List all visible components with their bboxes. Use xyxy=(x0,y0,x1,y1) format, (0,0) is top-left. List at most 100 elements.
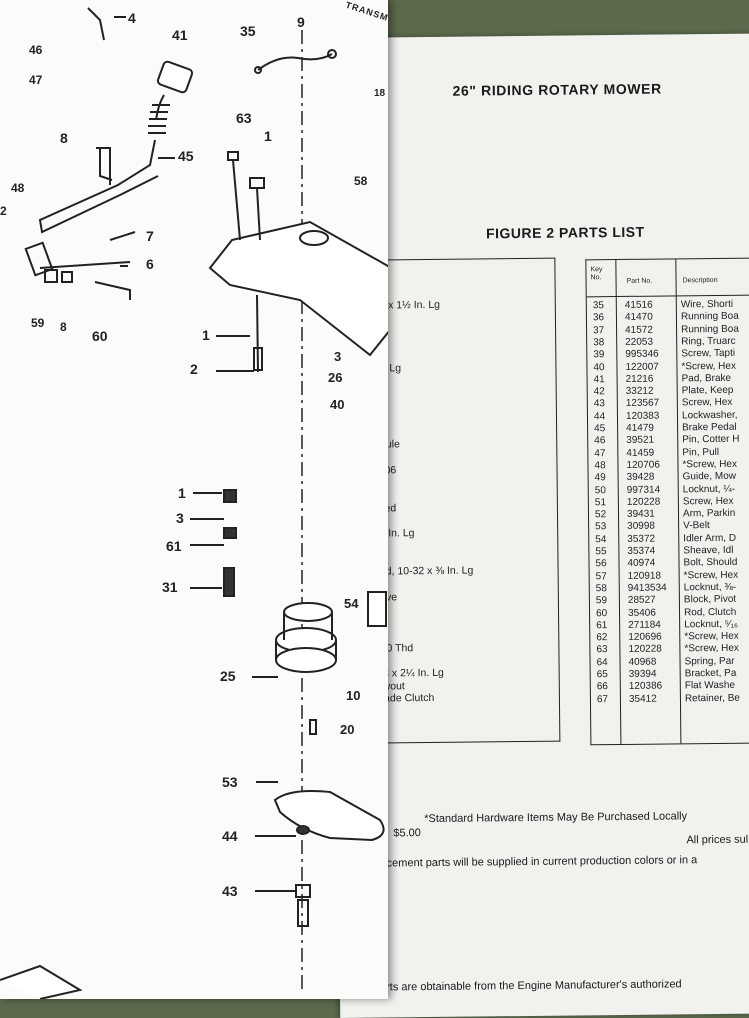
callout-35: 35 xyxy=(240,23,256,39)
callout-10: 10 xyxy=(346,688,361,703)
callout-31: 31 xyxy=(162,579,178,595)
callout-6: 6 xyxy=(146,256,154,272)
callout-48: 48 xyxy=(11,181,25,195)
callout-8b: 8 xyxy=(60,320,67,334)
callout-1: 1 xyxy=(264,128,272,144)
cell-desc: Pin, Cotter H xyxy=(682,434,740,446)
cell-key: 39 xyxy=(593,349,605,361)
exploded-diagram xyxy=(0,7,388,999)
cell-desc: Brake Pedal xyxy=(682,421,737,434)
cell-key: 62 xyxy=(596,632,608,644)
cell-part: 35406 xyxy=(627,607,656,619)
cell-part: 271184 xyxy=(628,619,661,631)
cell-part: 120228 xyxy=(626,496,661,508)
callout-18: 18 xyxy=(374,88,386,99)
callout-53: 53 xyxy=(222,774,238,790)
callout-60: 60 xyxy=(92,328,108,344)
cell-key: 65 xyxy=(596,669,608,681)
callout-4: 4 xyxy=(128,10,136,26)
cell-desc: Ring, Truarc xyxy=(681,335,736,348)
callout-26: 26 xyxy=(328,370,343,385)
table-row: 61 271184 Locknut, ⁵⁄₁₆ xyxy=(590,618,749,631)
cell-key: 42 xyxy=(593,386,605,398)
cell-key: 57 xyxy=(595,570,607,582)
callout-20: 20 xyxy=(340,722,355,737)
cell-key: 37 xyxy=(593,324,605,336)
callout-44: 44 xyxy=(222,828,238,844)
cell-desc: *Screw, Hex xyxy=(682,458,738,471)
callout-61: 61 xyxy=(166,538,182,554)
cell-desc: Retainer, Be xyxy=(684,692,741,704)
cell-desc: Wire, Shorti xyxy=(680,298,734,311)
prices-note: All prices sul xyxy=(686,833,749,847)
callout-8: 8 xyxy=(60,130,68,146)
cell-key: 67 xyxy=(596,693,609,705)
table-row: 35 41516 Wire, Shorti xyxy=(587,298,749,311)
callout-46: 46 xyxy=(29,43,43,57)
cell-desc: Locknut, ⁵⁄₁₆ xyxy=(684,618,739,631)
replacement-note: cement parts will be supplied in current… xyxy=(386,854,698,870)
cell-key: 61 xyxy=(596,619,608,632)
cell-part: 41459 xyxy=(626,447,655,459)
cell-key: 35 xyxy=(592,300,605,312)
footnote: *Standard Hardware Items May Be Purchase… xyxy=(424,810,688,826)
cell-part: 123567 xyxy=(625,397,660,410)
cell-key: 52 xyxy=(594,509,607,521)
cell-desc: Bolt, Should xyxy=(683,557,738,569)
cell-key: 47 xyxy=(594,447,606,459)
cell-part: 40968 xyxy=(628,656,657,668)
cell-key: 64 xyxy=(596,656,608,668)
cell-key: 51 xyxy=(594,496,607,509)
cell-part: 41479 xyxy=(626,422,654,434)
cell-part: 40974 xyxy=(627,557,656,570)
cell-desc: Pad, Brake xyxy=(681,372,732,385)
cell-part: 120383 xyxy=(625,410,660,422)
left-page: TRANSMISSION xyxy=(0,0,388,999)
table-row: 44 120383 Lockwasher, xyxy=(588,409,749,422)
callout-2-left: 2 xyxy=(0,204,7,218)
cell-desc: Idler Arm, D xyxy=(683,532,737,545)
cell-key: 38 xyxy=(593,337,605,349)
cell-desc: Locknut, ⅜- xyxy=(683,581,737,594)
callout-45: 45 xyxy=(178,148,194,164)
cell-desc: Lockwasher, xyxy=(681,409,738,422)
cell-key: 43 xyxy=(593,398,606,410)
callout-7: 7 xyxy=(146,228,154,244)
cell-key: 60 xyxy=(595,607,608,619)
cell-desc: *Screw, Hex xyxy=(684,630,739,643)
cell-desc: Block, Pivot xyxy=(683,593,737,606)
cell-part: 41516 xyxy=(624,299,653,311)
cell-desc: Plate, Keep xyxy=(681,384,734,397)
cell-key: 44 xyxy=(593,410,606,422)
cell-desc: Rod, Clutch xyxy=(683,606,737,618)
cell-key: 54 xyxy=(595,533,607,545)
cell-key: 53 xyxy=(595,521,607,533)
callout-43: 43 xyxy=(222,883,238,899)
cell-part: 35372 xyxy=(627,533,656,545)
cell-desc: Screw, Hex xyxy=(682,495,734,508)
cell-desc: Running Boa xyxy=(681,323,739,335)
cell-key: 36 xyxy=(592,312,605,324)
cell-desc: *Screw, Hex xyxy=(684,643,739,655)
callout-2: 2 xyxy=(190,361,198,377)
cell-key: 58 xyxy=(595,583,607,595)
table-row: 56 40974 Bolt, Should xyxy=(589,556,749,569)
cell-key: 56 xyxy=(595,558,607,570)
cell-part: 9413534 xyxy=(627,582,667,594)
cell-part: 39428 xyxy=(626,471,655,484)
cell-desc: Screw, Tapti xyxy=(681,347,736,360)
cell-desc: Guide, Mow xyxy=(682,470,737,483)
cell-desc: *Screw, Hex xyxy=(681,360,736,372)
callout-40: 40 xyxy=(330,397,345,412)
page-title: 26" RIDING ROTARY MOWER xyxy=(452,80,662,99)
